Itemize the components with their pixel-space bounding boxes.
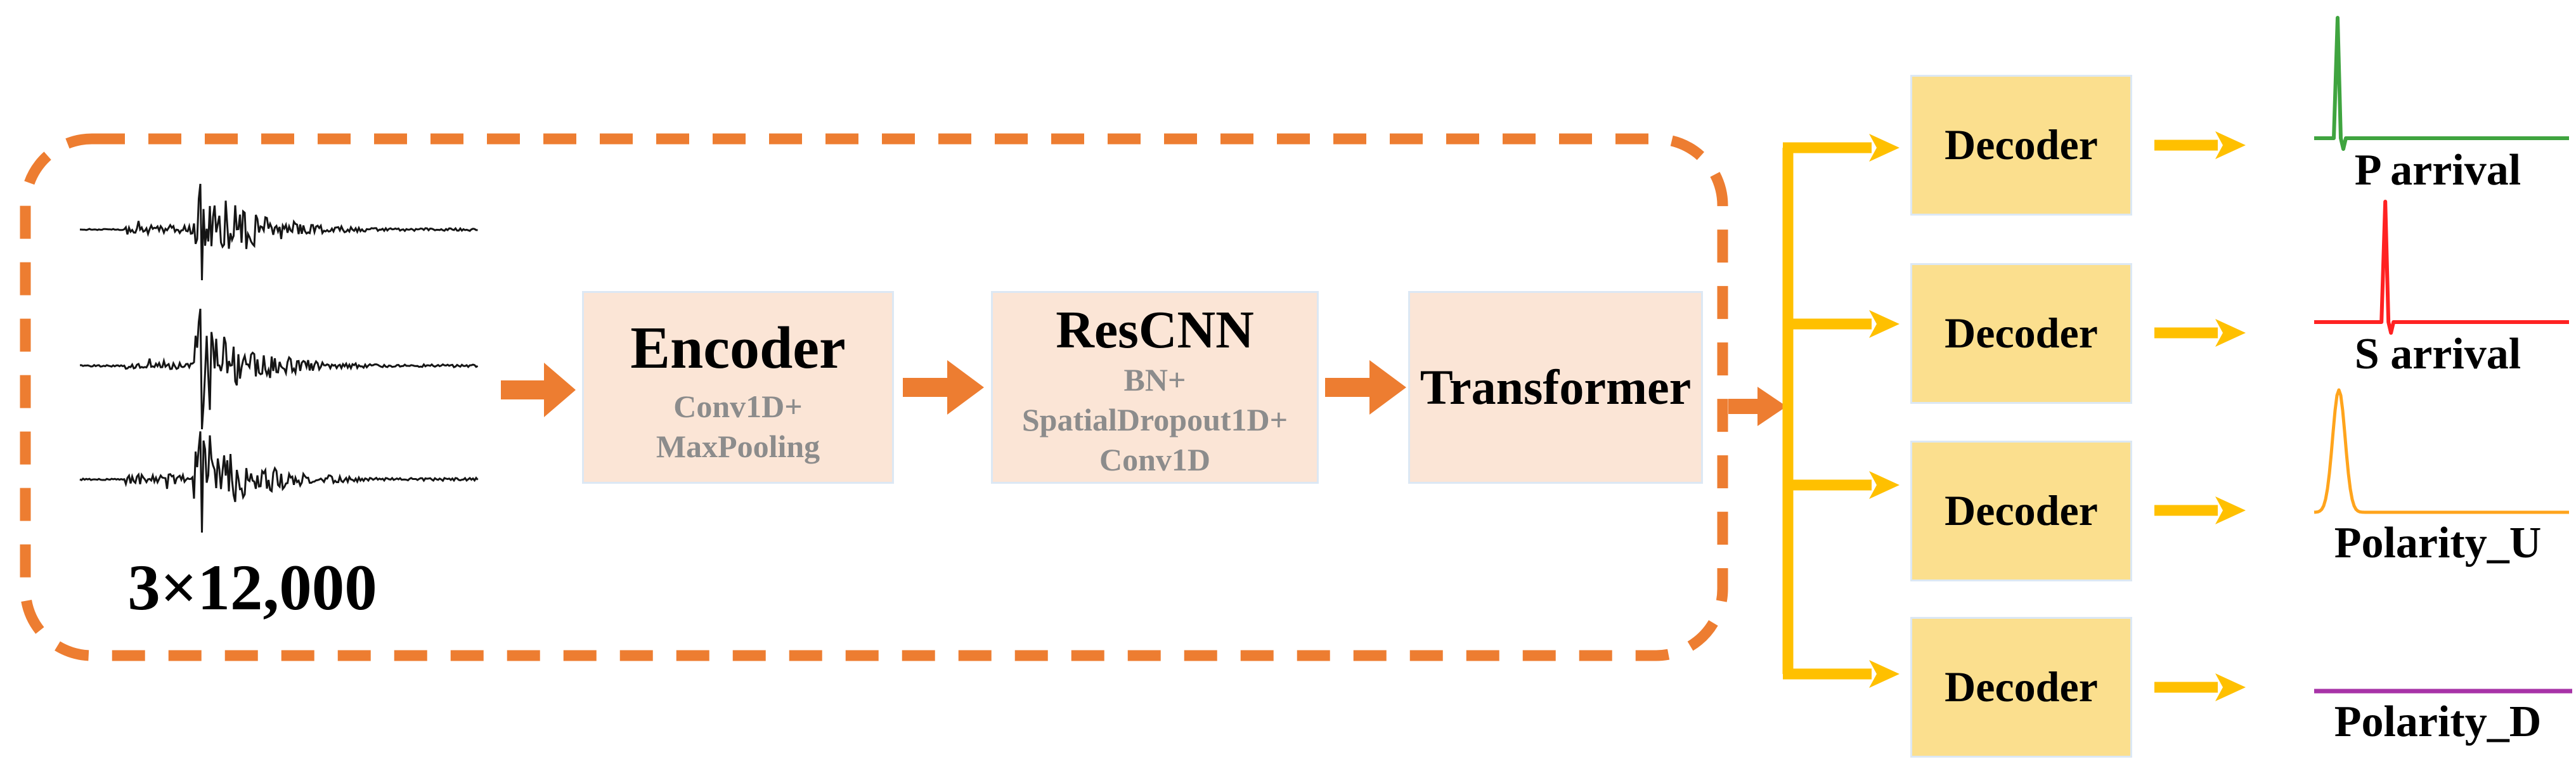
- rescnn-sublabel-1: BN+: [1123, 361, 1186, 398]
- output-label-polarity-u: Polarity_U: [2334, 519, 2542, 567]
- decoder-output-arrowhead-2: [2215, 319, 2246, 347]
- decoder-title-1: Decoder: [1945, 120, 2098, 169]
- decoder-block-1: Decoder: [1910, 75, 2132, 216]
- flow-arrow-encoder-rescnn: [903, 360, 984, 415]
- branch-arrowhead-4: [1869, 660, 1900, 688]
- branch-arrowhead-1: [1869, 134, 1900, 162]
- decoder-output-arrowhead-1: [2215, 131, 2246, 159]
- waveform-trace-3: [79, 431, 479, 533]
- branch-arrowhead-2: [1869, 310, 1900, 338]
- decoder-block-4: Decoder: [1910, 617, 2132, 758]
- decoder-block-3: Decoder: [1910, 441, 2132, 581]
- rescnn-block: ResCNN BN+ SpatialDropout1D+ Conv1D: [991, 291, 1319, 484]
- decoder-title-3: Decoder: [1945, 486, 2098, 535]
- waveform-trace-2: [80, 308, 479, 430]
- rescnn-title: ResCNN: [1056, 301, 1254, 359]
- waveform-trace-1: [79, 183, 478, 281]
- flow-arrow-transformer-decoders: [1728, 387, 1787, 426]
- output-trace-p-arrival: [2314, 16, 2569, 151]
- output-trace-s-arrival: [2314, 200, 2569, 335]
- branch-arrowhead-3: [1869, 471, 1900, 499]
- rescnn-sublabel-3: Conv1D: [1099, 441, 1211, 477]
- flow-arrow-input-encoder: [501, 363, 576, 417]
- input-dashed-boundary: [20, 133, 1728, 661]
- output-label-p-arrival: P arrival: [2354, 146, 2521, 195]
- output-trace-polarity-u: [2314, 388, 2569, 514]
- decoder-output-arrowhead-4: [2215, 673, 2246, 701]
- decoder-title-4: Decoder: [1945, 663, 2098, 711]
- encoder-sublabel-1: Conv1D+: [673, 388, 803, 424]
- encoder-sublabel-2: MaxPooling: [656, 428, 820, 464]
- output-label-s-arrival: S arrival: [2354, 330, 2521, 379]
- decoder-block-2: Decoder: [1910, 263, 2132, 404]
- input-shape-label: 3×12,000: [127, 552, 377, 624]
- rescnn-sublabel-2: SpatialDropout1D+: [1021, 401, 1288, 437]
- transformer-title: Transformer: [1420, 359, 1692, 415]
- flow-arrow-rescnn-transformer: [1325, 360, 1406, 415]
- output-label-polarity-d: Polarity_D: [2334, 697, 2542, 746]
- decoder-output-arrowhead-3: [2215, 496, 2246, 524]
- encoder-title: Encoder: [630, 315, 846, 381]
- transformer-block: Transformer: [1408, 291, 1703, 484]
- decoder-title-2: Decoder: [1945, 309, 2098, 358]
- encoder-block: Encoder Conv1D+ MaxPooling: [582, 291, 894, 484]
